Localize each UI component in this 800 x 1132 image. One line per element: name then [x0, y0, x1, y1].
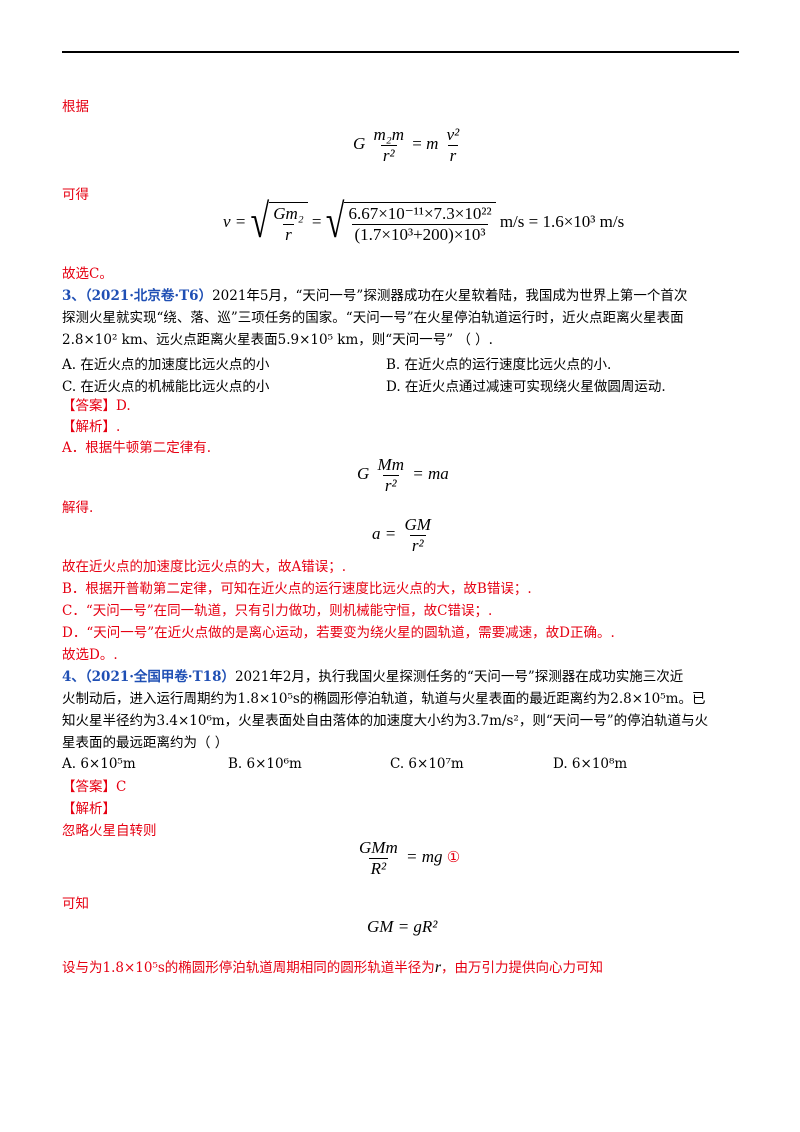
analysis-line: 故在近火点的加速度比远火点的大，故A错误；.: [62, 559, 347, 575]
analysis-text: ，由万引力提供向心力可知: [441, 960, 604, 976]
eq-body: GM = gR²: [367, 917, 438, 936]
eq-lhs: a =: [372, 523, 397, 543]
eq-numerator: GM: [404, 515, 431, 534]
eq-fraction: GM r²: [402, 515, 432, 555]
question-source-tag: （2021·北京卷·T6）: [84, 288, 213, 304]
equation-newton: G Mm r² = ma: [357, 455, 449, 495]
question-source-tag: （2021·全国甲卷·T18）: [84, 669, 235, 685]
equation-gm: GM = gR²: [367, 917, 437, 937]
answer: 【答案】C: [62, 779, 127, 795]
eq-denominator: R²: [368, 857, 389, 878]
eq-symbol: G: [353, 133, 366, 153]
analysis-line: 故选D。.: [62, 647, 118, 663]
eq-fraction: GMm R²: [357, 838, 400, 878]
analysis-line: D．“天问一号”在近火点做的是离心运动，若要变为绕火星的圆轨道，需要减速，故D正…: [62, 625, 615, 641]
variable-symbol: r: [434, 959, 442, 976]
sqrt-body: 6.67×10⁻¹¹×7.3×10²² (1.7×10³+200)×10³: [344, 202, 496, 244]
option-b: B. 在近火点的运行速度比远火点的小.: [386, 357, 612, 373]
analysis-line: A．根据牛顿第二定律有.: [62, 440, 212, 456]
option-c: C. 在近火点的机械能比远火点的小: [62, 379, 270, 395]
eq-rhs: = mg: [405, 846, 443, 866]
question-text: 2021年5月，“天问一号”探测器成功在火星软着陆，我国成为世界上第一个首次: [212, 288, 688, 304]
question-number: 3、: [62, 288, 85, 304]
eq-fraction: 6.67×10⁻¹¹×7.3×10²² (1.7×10³+200)×10³: [346, 204, 493, 244]
answer: 【答案】D.: [62, 398, 131, 414]
equation-number-marker: ①: [446, 849, 461, 866]
eq-numerator: Mm: [377, 455, 404, 474]
option-a: A. 在近火点的加速度比远火点的小: [62, 357, 270, 373]
question-4-line4: 星表面的最远距离约为（ ）: [62, 735, 229, 751]
equation-velocity: v = √ Gm₂ r = √ 6.67×10⁻¹¹×7.3×10²² (1.7…: [223, 196, 625, 249]
eq-sign: =: [412, 133, 422, 153]
eq-rhs: m/s = 1.6×10³ m/s: [499, 211, 625, 231]
option-b: B. 6×10⁶m: [228, 756, 302, 772]
eq-denominator: r²: [382, 474, 399, 495]
analysis-line: 解得.: [62, 500, 94, 516]
analysis-line: 忽略火星自转则: [62, 823, 157, 839]
radical-icon: √: [325, 196, 345, 249]
analysis-heading: 【解析】.: [62, 419, 121, 435]
sqrt-body: Gm₂ r: [269, 202, 308, 244]
analysis-text: 设与为1.8×10⁵s的椭圆形停泊轨道周期相同的圆形轨道半径为: [62, 960, 435, 976]
question-4-line3: 知火星半径约为3.4×10⁶m，火星表面处自由落体的加速度大小约为3.7m/s²…: [62, 713, 709, 729]
radical-icon: √: [250, 196, 270, 249]
eq-fraction: Mm r²: [376, 455, 406, 495]
eq-symbol: G: [357, 463, 370, 483]
equation-surface-gravity: GMm R² = mg ①: [355, 838, 460, 878]
text-label: 根据: [62, 99, 89, 115]
question-text: 2021年2月，执行我国火星探测任务的“天问一号”探测器在成功实施三次近: [234, 669, 684, 685]
eq-denominator: r: [447, 144, 459, 165]
eq-rhs: = ma: [412, 463, 449, 483]
question-number: 4、: [62, 669, 85, 685]
equation-gravity: G m₂m r² = m v² r: [353, 125, 463, 165]
analysis-line: B．根据开普勒第二定律，可知在近火点的运行速度比远火点的大，故B错误；.: [62, 581, 532, 597]
option-d: D. 6×10⁸m: [553, 756, 628, 772]
eq-sign: =: [311, 211, 322, 231]
eq-fraction: v² r: [445, 125, 462, 165]
eq-numerator: v²: [446, 125, 460, 144]
question-3-line1: 3、（2021·北京卷·T6）2021年5月，“天问一号”探测器成功在火星软着陆…: [62, 287, 687, 305]
option-c: C. 6×10⁷m: [390, 756, 464, 772]
eq-denominator: (1.7×10³+200)×10³: [352, 223, 488, 244]
analysis-line: C．“天问一号”在同一轨道，只有引力做功，则机械能守恒，故C错误；.: [62, 603, 493, 619]
sqrt-expression: √ 6.67×10⁻¹¹×7.3×10²² (1.7×10³+200)×10³: [325, 196, 496, 249]
question-4-line2: 火制动后，进入运行周期约为1.8×10⁵s的椭圆形停泊轨道，轨道与火星表面的最近…: [62, 691, 706, 707]
eq-denominator: r²: [380, 144, 397, 165]
eq-denominator: r²: [409, 534, 426, 555]
eq-numerator: m₂m: [373, 125, 404, 144]
analysis-heading: 【解析】: [62, 801, 116, 817]
eq-fraction: m₂m r²: [372, 125, 406, 165]
sqrt-expression: √ Gm₂ r: [250, 196, 308, 249]
eq-lhs: v =: [223, 211, 247, 231]
equation-acceleration: a = GM r²: [372, 515, 435, 555]
option-a: A. 6×10⁵m: [62, 756, 136, 772]
option-d: D. 在近火点通过减速可实现绕火星做圆周运动.: [386, 379, 666, 395]
question-3-line3: 2.8×10² km、远火点距离火星表面5.9×10⁵ km，则“天问一号” （…: [62, 332, 493, 348]
eq-symbol: m: [426, 133, 439, 153]
eq-fraction: Gm₂ r: [271, 204, 305, 244]
analysis-line: 设与为1.8×10⁵s的椭圆形停泊轨道周期相同的圆形轨道半径为r，由万引力提供向…: [62, 959, 603, 977]
eq-numerator: GMm: [359, 838, 398, 857]
eq-numerator: 6.67×10⁻¹¹×7.3×10²²: [348, 204, 492, 223]
header-rule: [62, 51, 739, 53]
question-3-line2: 探测火星就实现“绕、落、巡”三项任务的国家。“天问一号”在火星停泊轨道运行时，近…: [62, 310, 684, 326]
text-label: 可得: [62, 187, 89, 203]
question-4-line1: 4、（2021·全国甲卷·T18）2021年2月，执行我国火星探测任务的“天问一…: [62, 668, 683, 686]
conclusion: 故选C。: [62, 266, 113, 282]
analysis-line: 可知: [62, 896, 89, 912]
eq-numerator: Gm₂: [273, 204, 304, 223]
eq-denominator: r: [283, 223, 294, 244]
